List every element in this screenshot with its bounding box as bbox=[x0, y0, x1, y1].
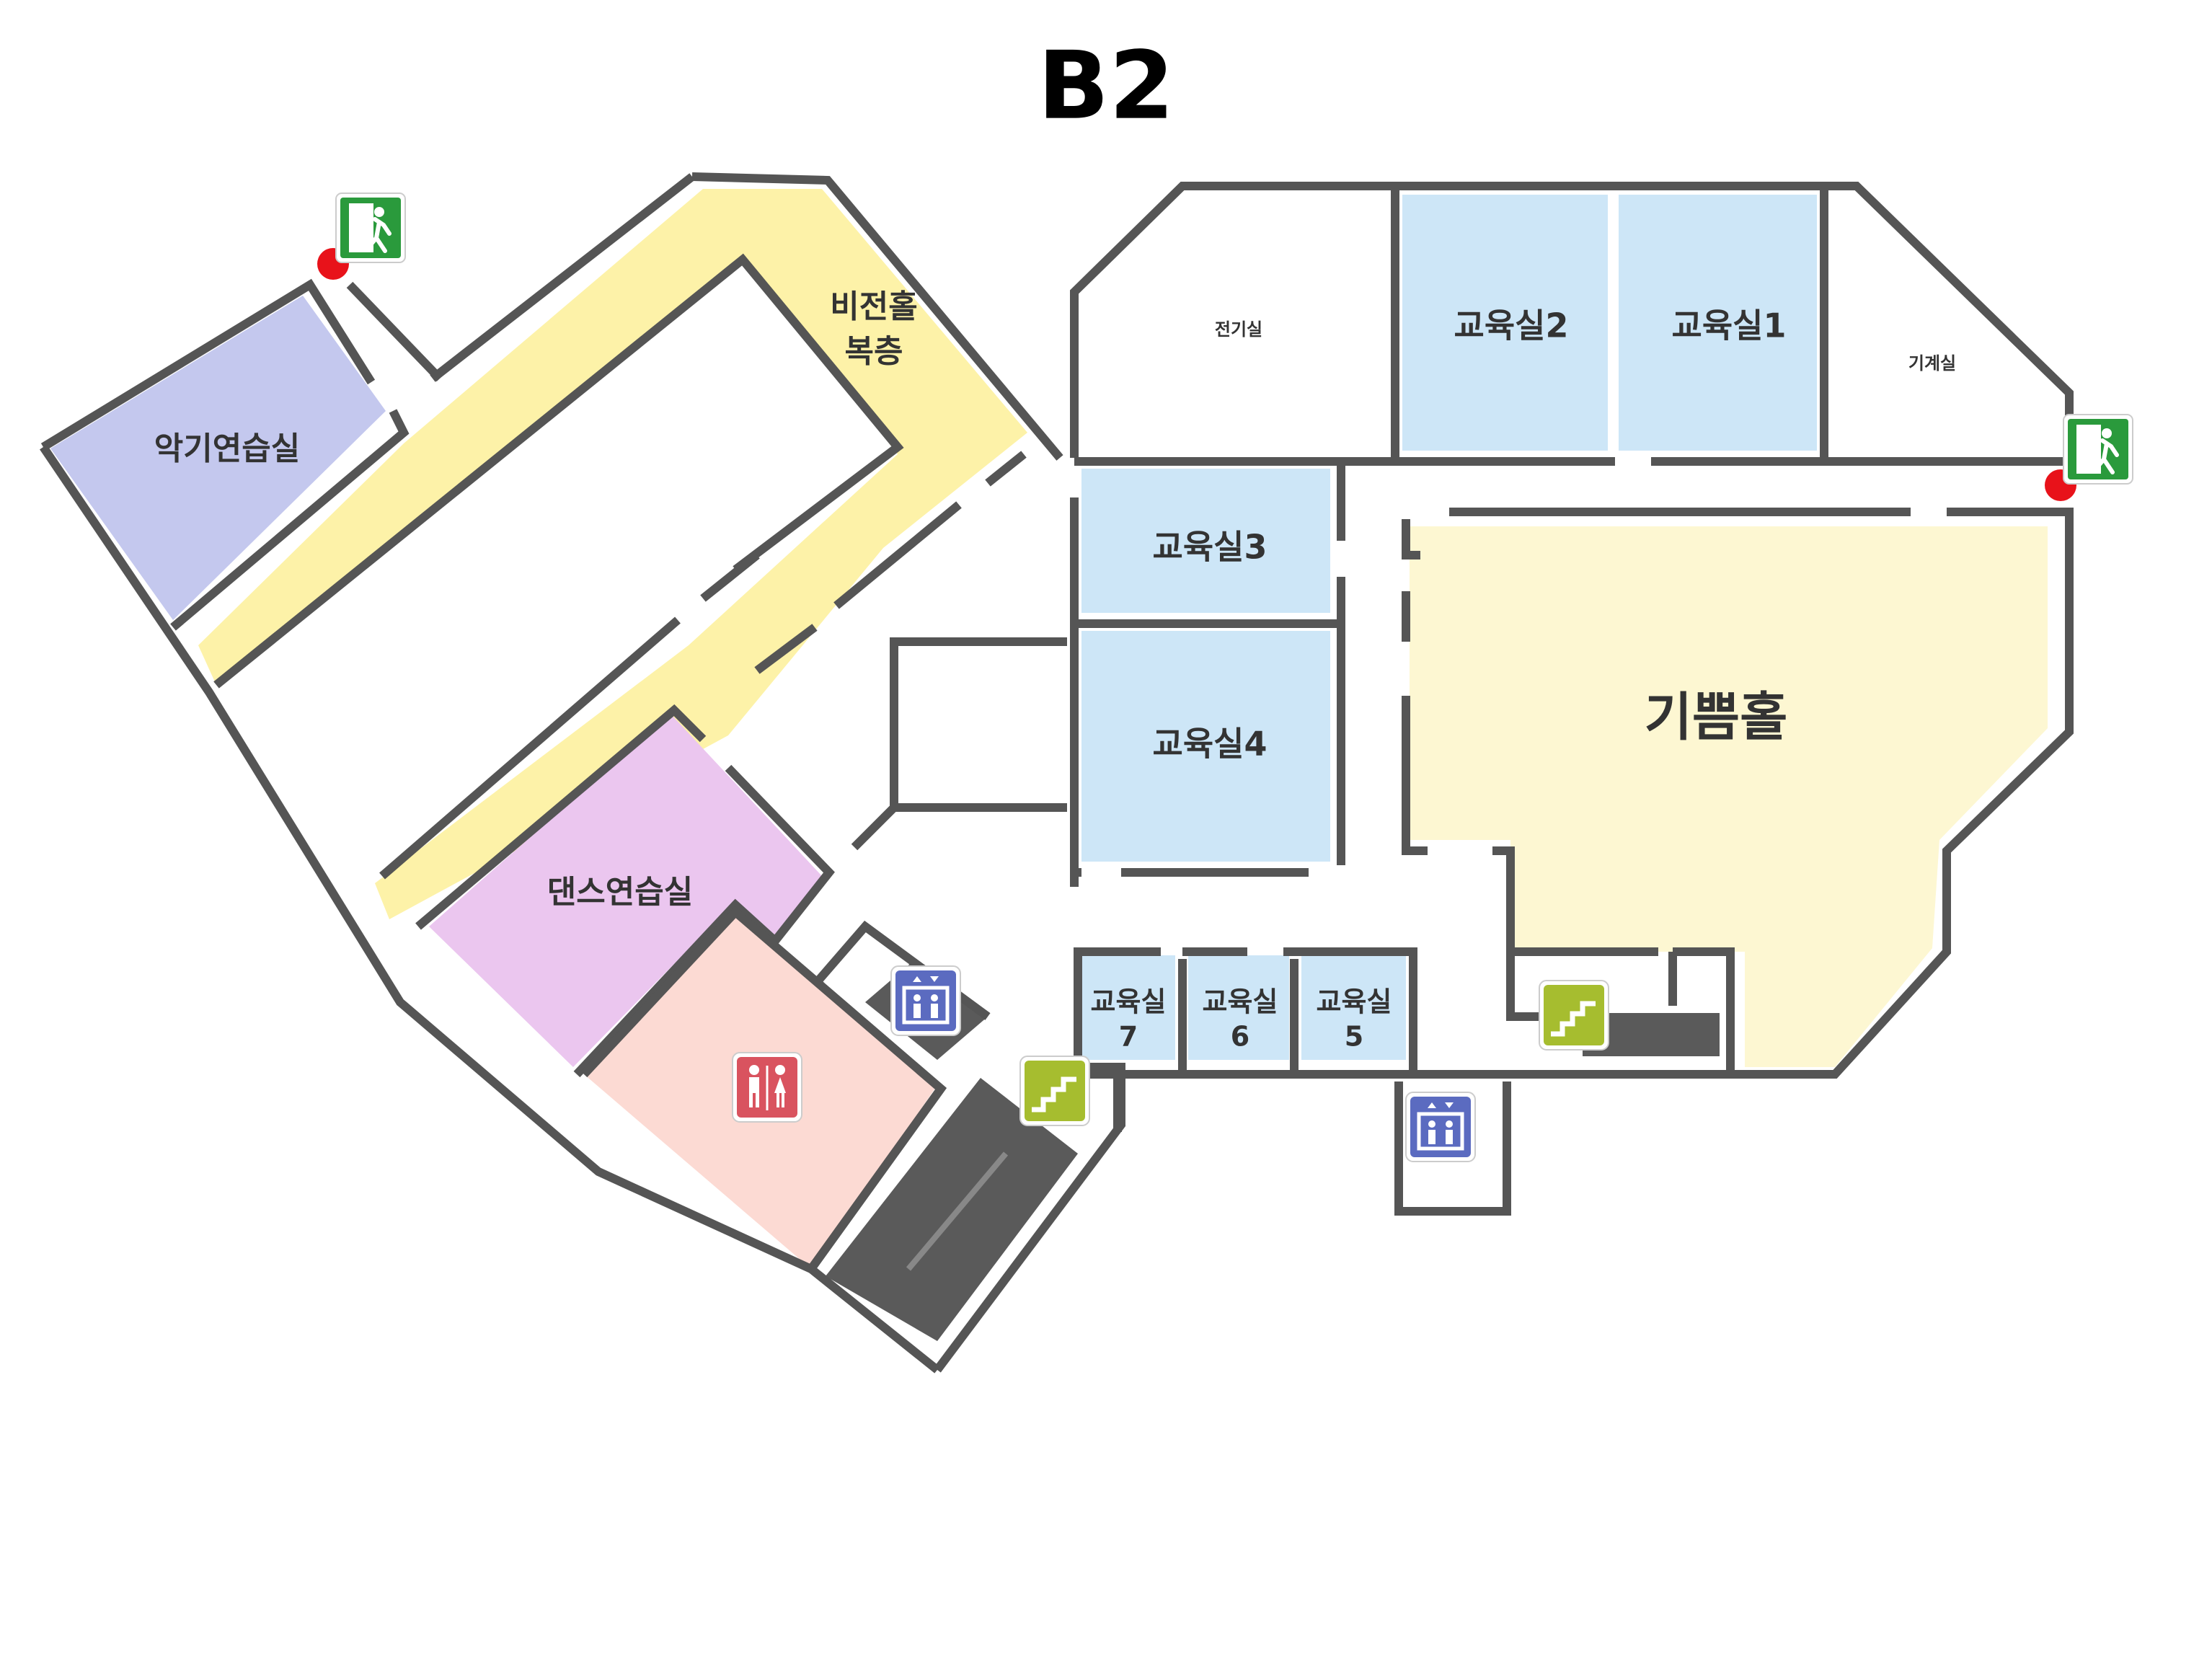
dance-practice-label: 댄스연습실 bbox=[547, 874, 693, 911]
wall bbox=[1673, 947, 1735, 1074]
wall bbox=[430, 173, 695, 382]
emergency-exit-icon[interactable] bbox=[2045, 414, 2133, 501]
joy-hall-label: 기쁨홀 bbox=[1645, 687, 1788, 748]
wall bbox=[1402, 696, 1428, 855]
restroom-icon[interactable] bbox=[732, 1052, 802, 1123]
wall bbox=[346, 281, 443, 382]
elevator-icon[interactable] bbox=[890, 965, 961, 1036]
wall bbox=[580, 906, 947, 1272]
classroom-1-room[interactable] bbox=[1619, 195, 1817, 451]
wall bbox=[1070, 182, 2074, 461]
classroom-4-room[interactable] bbox=[1081, 631, 1330, 862]
classroom-6-room[interactable] bbox=[1188, 955, 1289, 1060]
instrument-practice-room[interactable] bbox=[50, 296, 386, 620]
classroom-4-label: 교육실4 bbox=[1153, 725, 1268, 764]
classroom-6-label: 교육실 bbox=[1203, 986, 1278, 1018]
wall bbox=[415, 704, 707, 930]
stair-rail bbox=[906, 1151, 1009, 1271]
vision-hall-label: 비전홀 bbox=[830, 288, 917, 325]
emergency-exit-icon[interactable] bbox=[317, 193, 406, 280]
elevator-icon[interactable] bbox=[1405, 1092, 1476, 1162]
classroom-7-number: 7 bbox=[1119, 1021, 1138, 1053]
wall bbox=[40, 444, 940, 1374]
classroom-7-label: 교육실 bbox=[1091, 986, 1167, 1018]
wall bbox=[213, 253, 904, 689]
classroom-1-label: 교육실1 bbox=[1672, 306, 1787, 345]
stairs-icon[interactable] bbox=[1019, 1056, 1090, 1126]
wall bbox=[851, 804, 898, 851]
wall bbox=[1074, 619, 1345, 865]
joy-hall-room[interactable] bbox=[1410, 526, 2048, 1067]
classroom-2-label: 교육실2 bbox=[1454, 306, 1569, 345]
stairs-icon[interactable] bbox=[1539, 980, 1609, 1050]
electrical-room-label: 전기실 bbox=[1215, 319, 1262, 340]
classroom-7-room[interactable] bbox=[1078, 955, 1175, 1060]
vision-hall-floor-label: 복층 bbox=[845, 333, 903, 370]
classroom-5-number: 5 bbox=[1345, 1021, 1363, 1053]
wall bbox=[1283, 947, 1417, 1074]
wall bbox=[754, 624, 818, 674]
machine-room-label: 기계실 bbox=[1908, 353, 1956, 373]
wall bbox=[833, 501, 962, 609]
wall bbox=[691, 172, 1063, 461]
classroom-3-room[interactable] bbox=[1081, 469, 1330, 613]
wall bbox=[170, 409, 410, 631]
wall bbox=[1394, 1082, 1511, 1216]
instrument-practice-label: 악기연습실 bbox=[154, 430, 300, 467]
wall bbox=[700, 552, 760, 602]
wall bbox=[890, 637, 1067, 812]
wall bbox=[379, 616, 681, 880]
wall bbox=[985, 451, 1027, 487]
classroom-5-room[interactable] bbox=[1301, 955, 1406, 1060]
floor-title: B2 bbox=[1038, 31, 1174, 141]
wall bbox=[1402, 519, 1420, 559]
classroom-6-number: 6 bbox=[1231, 1021, 1249, 1053]
wall bbox=[40, 278, 376, 451]
classroom-5-label: 교육실 bbox=[1317, 986, 1392, 1018]
wall bbox=[1074, 508, 2074, 1079]
dance-practice-room[interactable] bbox=[429, 714, 822, 1067]
stairwell-left bbox=[826, 1078, 1078, 1341]
classroom-3-label: 교육실3 bbox=[1153, 528, 1268, 567]
classroom-2-room[interactable] bbox=[1402, 195, 1608, 451]
